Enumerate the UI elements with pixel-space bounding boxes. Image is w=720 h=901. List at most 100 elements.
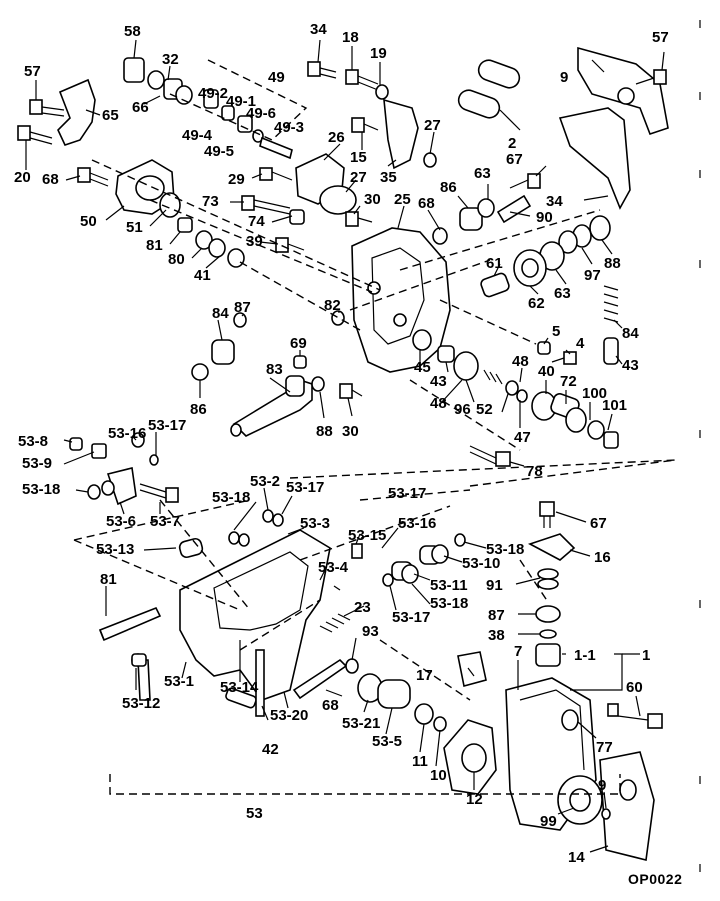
callout-58: 61 xyxy=(486,255,503,272)
callout-96: 97 xyxy=(584,267,601,284)
callout-99: 100 xyxy=(582,385,607,402)
callout-72: 74 xyxy=(248,213,265,230)
callout-7: 9 xyxy=(560,69,568,86)
callout-30-lower: 30 xyxy=(342,423,359,440)
callout-19: 19 xyxy=(370,45,387,62)
callout-53-16-right: 53-16 xyxy=(398,515,436,532)
callout-66: 68 xyxy=(322,697,339,714)
callout-39: 42 xyxy=(262,741,279,758)
callout-18: 18 xyxy=(342,29,359,46)
callout-26: 26 xyxy=(328,129,345,146)
callout-55-left: 57 xyxy=(24,63,41,80)
callout-15: 15 xyxy=(350,149,367,166)
callout-52: 52 xyxy=(476,401,493,418)
callout-53-18-right: 53-18 xyxy=(486,541,524,558)
callout-84: 88 xyxy=(316,423,333,440)
callout-53-11: 53-11 xyxy=(430,577,468,594)
callout-64-lower: 67 xyxy=(590,515,607,532)
callout-55-right: 57 xyxy=(652,29,669,46)
dashed-guide-lines xyxy=(73,59,677,795)
callout-20: 20 xyxy=(14,169,31,186)
callout-2: 2 xyxy=(508,135,516,152)
callout-57: 58 xyxy=(124,23,141,40)
callout-30-upper: 30 xyxy=(364,191,381,208)
callout-53-17-left: 53-17 xyxy=(148,417,186,434)
callout-80: 84 xyxy=(622,325,639,342)
callout-49-6: 49-6 xyxy=(246,105,276,122)
callout-100: 101 xyxy=(602,397,627,414)
callout-53-14: 53-14 xyxy=(220,679,259,696)
callout-53-6: 53-6 xyxy=(106,513,136,530)
callout-53-15: 53-15 xyxy=(348,527,386,544)
callout-85: 87 xyxy=(234,299,251,316)
callout-53-1: 53-1 xyxy=(164,673,194,690)
callout-65-center: 68 xyxy=(418,195,435,212)
callout-1: 1 xyxy=(642,647,650,664)
callout-40: 41 xyxy=(194,267,211,284)
callout-68: 72 xyxy=(560,373,577,390)
callout-53-17-right: 53-17 xyxy=(388,485,426,502)
callout-1-1: 1-1 xyxy=(574,647,596,664)
callout-49-3: 49-3 xyxy=(274,119,304,136)
callout-53-17-mid: 53-17 xyxy=(286,479,324,496)
callout-53-10: 53-10 xyxy=(462,555,500,572)
callout-64-upper: 67 xyxy=(506,151,523,168)
callout-53-20: 53-20 xyxy=(270,707,308,724)
callout-78: 82 xyxy=(324,297,341,314)
callout-59: 62 xyxy=(528,295,545,312)
callout-49-2: 49-2 xyxy=(198,85,228,102)
callout-60-lower: 63 xyxy=(554,285,571,302)
callout-97: 99 xyxy=(540,813,557,830)
callout-10: 10 xyxy=(430,767,447,784)
callout-27: 27 xyxy=(350,169,367,186)
callout-4: 4 xyxy=(576,335,585,352)
callout-53-18-mid: 53-18 xyxy=(212,489,250,506)
callout-53-12: 53-12 xyxy=(122,695,160,712)
callout-74: 78 xyxy=(526,463,543,480)
callout-53-4: 53-4 xyxy=(318,559,349,576)
callout-29: 29 xyxy=(228,171,245,188)
callout-32: 34 xyxy=(310,21,327,38)
callout-82: 86 xyxy=(440,179,457,196)
callout-86: 87 xyxy=(488,607,505,624)
callout-53-21: 53-21 xyxy=(342,715,380,732)
callout-28: 27 xyxy=(424,117,441,134)
callout-labels: 58 32 66 57 65 20 68 50 51 81 80 41 49 4… xyxy=(14,21,682,887)
callout-53-2: 53-2 xyxy=(250,473,280,490)
callout-37: 39 xyxy=(246,233,263,250)
callout-62: 65 xyxy=(102,107,119,124)
callout-43: 45 xyxy=(414,359,431,376)
callout-49-5: 49-5 xyxy=(204,143,234,160)
callout-48: 48 xyxy=(430,395,447,412)
callout-36: 38 xyxy=(488,627,505,644)
callout-53-3: 53-3 xyxy=(300,515,330,532)
callout-69: 73 xyxy=(202,193,219,210)
callout-49-4: 49-4 xyxy=(182,127,213,144)
callout-53-18-left: 53-18 xyxy=(22,481,60,498)
callout-53-16-left: 53-16 xyxy=(108,425,146,442)
callout-61: 60 xyxy=(626,679,643,696)
callout-23: 23 xyxy=(354,599,371,616)
callout-11: 11 xyxy=(412,753,428,770)
leader-lines xyxy=(25,39,665,853)
callout-34: 34 xyxy=(546,193,563,210)
callout-79: 83 xyxy=(266,361,283,378)
callout-63: 66 xyxy=(132,99,149,116)
callout-53-13: 53-13 xyxy=(96,541,134,558)
callout-75: 80 xyxy=(168,251,185,268)
callout-9: 9 xyxy=(598,777,606,794)
callout-90: 91 xyxy=(486,577,503,594)
callout-25: 25 xyxy=(394,191,411,208)
callout-51: 51 xyxy=(126,219,143,236)
callout-17: 17 xyxy=(416,667,433,684)
callout-53: 53 xyxy=(246,805,263,822)
callout-6: 7 xyxy=(514,643,522,660)
callout-53-5: 53-5 xyxy=(372,733,402,750)
callout-41: 43 xyxy=(622,357,639,374)
callout-65-left: 68 xyxy=(42,171,59,188)
callout-93: 96 xyxy=(454,401,471,418)
callout-38: 40 xyxy=(538,363,555,380)
callout-16: 16 xyxy=(594,549,611,566)
